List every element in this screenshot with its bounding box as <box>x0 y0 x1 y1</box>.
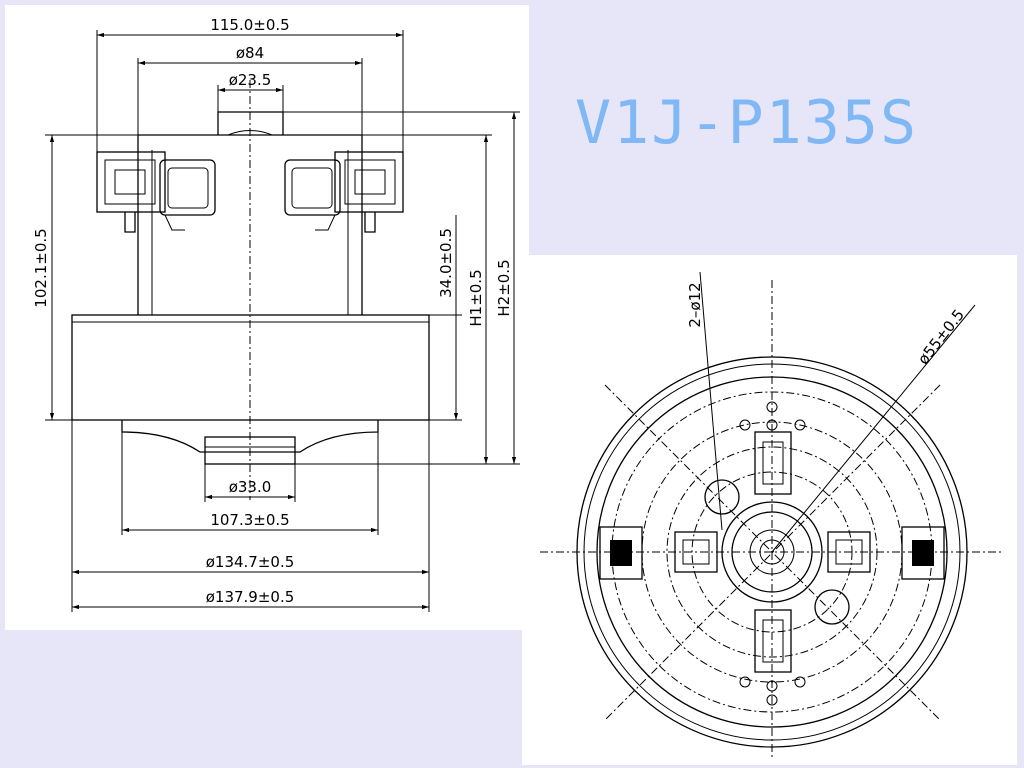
dim-h102: 102.1±0.5 <box>32 228 50 307</box>
dim-d33: ø33.0 <box>229 478 272 496</box>
dim-d55: ø55±0.5 <box>914 306 968 368</box>
right-terminal <box>901 526 945 580</box>
shaft-boss <box>217 111 284 135</box>
fan-housing <box>71 314 430 421</box>
top-view-panel <box>522 255 1017 765</box>
dim-w107: 107.3±0.5 <box>210 511 289 529</box>
dim-d23: ø23.5 <box>229 71 272 89</box>
air-inlet <box>204 436 296 465</box>
holes-leader <box>699 271 723 531</box>
side-view-drawing: 115.0±0.5 ø84 ø23.5 ø33.0 107.3±0.5 <box>32 16 520 612</box>
bottom-plate <box>121 420 379 453</box>
center-hub <box>721 501 823 603</box>
small-holes <box>739 401 806 706</box>
model-title: V1J-P135S <box>575 88 919 158</box>
square-bosses <box>674 431 871 673</box>
left-brush-holder <box>96 151 216 233</box>
motor-body-sides <box>137 135 363 315</box>
dim-h2: H2±0.5 <box>495 259 513 316</box>
dim-d134: ø134.7±0.5 <box>206 553 295 571</box>
right-brush-holder <box>284 151 404 233</box>
outer-rim <box>576 356 968 748</box>
dim-h34: 34.0±0.5 <box>437 228 455 298</box>
mount-hole-1 <box>704 479 740 515</box>
mount-hole-2 <box>814 589 850 625</box>
d55-leader <box>771 304 976 553</box>
left-terminal <box>599 526 643 580</box>
dim-d137: ø137.9±0.5 <box>206 588 295 606</box>
side-view-panel <box>5 5 529 630</box>
top-view-drawing: 2–ø12 ø55±0.5 <box>540 271 1004 758</box>
dim-d84: ø84 <box>236 44 264 62</box>
dim-h1: H1±0.5 <box>467 269 485 326</box>
dim-holes: 2–ø12 <box>686 282 704 327</box>
dim-top-width: 115.0±0.5 <box>210 16 289 34</box>
